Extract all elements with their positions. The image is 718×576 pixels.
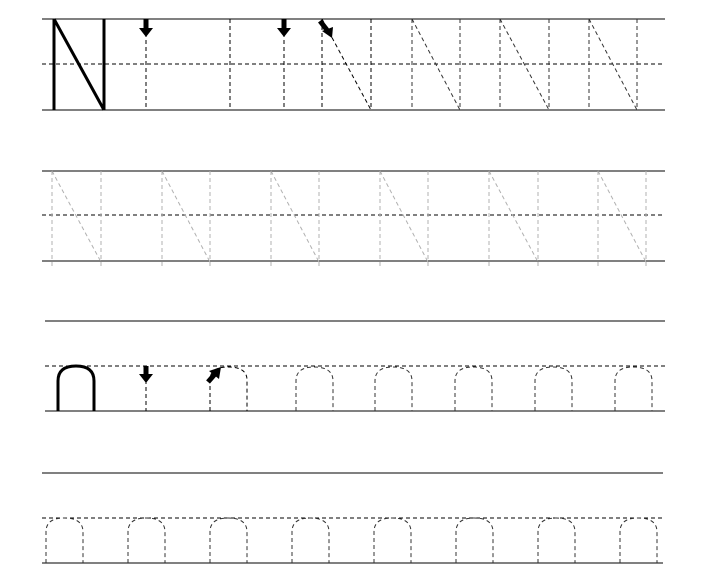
trace-letter-uppercase xyxy=(270,170,320,266)
trace-letter-lowercase xyxy=(614,366,653,411)
row-uppercase-trace xyxy=(42,170,665,266)
trace-letter-lowercase xyxy=(374,366,413,411)
model-letter-uppercase xyxy=(52,18,106,111)
trace-letters-lowercase xyxy=(45,517,658,563)
trace-letter-uppercase xyxy=(499,18,550,111)
trace-letters-light xyxy=(51,170,647,266)
arrow-down-icon xyxy=(139,366,153,383)
trace-letter-uppercase xyxy=(51,170,102,266)
trace-letter-uppercase xyxy=(379,170,429,266)
row-lowercase-model xyxy=(45,320,665,412)
trace-letter-lowercase xyxy=(373,517,412,563)
arrow-up-right-icon xyxy=(206,367,221,384)
trace-letter-lowercase xyxy=(127,517,166,563)
trace-letter-lowercase xyxy=(45,517,84,563)
trace-letter-lowercase xyxy=(619,517,658,563)
trace-letter-lowercase xyxy=(295,366,334,411)
stroke-guide-2 xyxy=(206,366,248,411)
trace-letter-uppercase xyxy=(588,18,638,111)
trace-letter-lowercase xyxy=(291,517,330,563)
trace-letter-uppercase xyxy=(597,170,647,266)
trace-letter-lowercase xyxy=(534,366,573,411)
stroke-guide-1 xyxy=(139,366,153,411)
stroke-guide-1 xyxy=(139,19,153,110)
row-uppercase-model xyxy=(42,18,665,111)
trace-letter-lowercase xyxy=(455,517,494,563)
trace-letter-lowercase xyxy=(537,517,576,563)
model-letter-lowercase xyxy=(56,364,96,411)
trace-letter-lowercase xyxy=(454,366,493,411)
arrow-down-icon xyxy=(277,19,291,37)
stroke-guide-2 xyxy=(277,18,372,111)
trace-letter-uppercase xyxy=(411,18,461,111)
row-lowercase-trace xyxy=(42,472,663,564)
trace-letter-lowercase xyxy=(209,517,248,563)
trace-letter-uppercase xyxy=(161,170,211,266)
trace-letters-lowercase xyxy=(295,366,653,411)
arrow-diagonal-icon xyxy=(318,19,333,38)
arrow-down-icon xyxy=(139,19,153,37)
trace-letter-uppercase xyxy=(488,170,539,266)
